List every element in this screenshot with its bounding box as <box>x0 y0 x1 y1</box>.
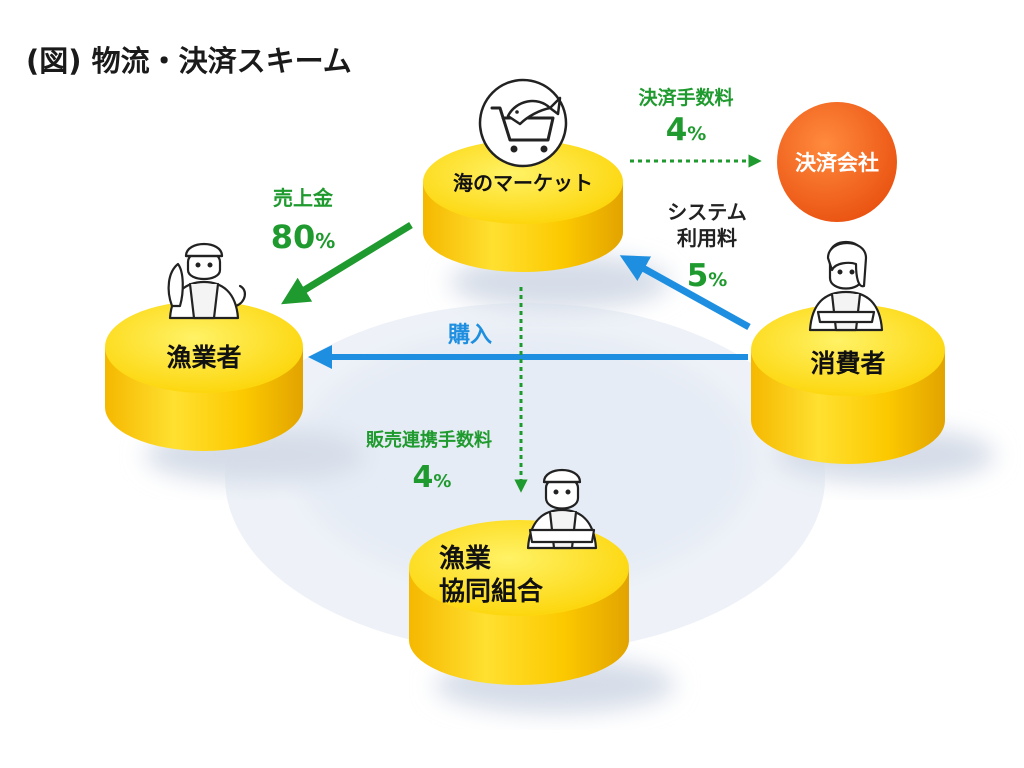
consumer-node: 消費者 <box>751 240 945 464</box>
market-cylinder-top <box>423 140 623 224</box>
system-fee-label-line1: システム <box>667 200 746 224</box>
settlement-fee-label: 決済手数料 <box>638 86 733 109</box>
consumer-cylinder-top <box>751 304 945 396</box>
page-title: (図) 物流・決済スキーム <box>26 44 352 78</box>
settlement-fee-value: 4% <box>666 112 707 148</box>
worker-figure <box>526 469 598 550</box>
sales-percent: 80 <box>271 218 316 256</box>
payment-company-label: 決済会社 <box>795 151 879 175</box>
system-fee-arrow <box>619 255 751 331</box>
woman-figure <box>808 240 884 332</box>
consumer-label: 消費者 <box>810 349 885 378</box>
coop-fee-percent: 4 <box>413 460 434 495</box>
system-fee-label-line2: 利用料 <box>677 226 737 250</box>
sales-value: 80% <box>271 218 336 256</box>
coop-fee-unit: % <box>433 471 451 492</box>
settlement-fee-unit: % <box>687 123 706 145</box>
coop-label-line2: 協同組合 <box>439 576 544 607</box>
fish-cart-icon <box>478 78 568 168</box>
system-fee-percent: 5 <box>687 258 709 294</box>
coop-node: 漁業 協同組合 <box>409 469 629 685</box>
coop-fee-value: 4% <box>413 460 452 495</box>
market-node: 海のマーケット <box>423 78 623 272</box>
fisher-cylinder-top <box>105 301 303 393</box>
fisher-label: 漁業者 <box>166 343 241 372</box>
background-shadow-area-inner <box>295 330 755 590</box>
sales-label: 売上金 <box>273 186 334 210</box>
system-fee-unit: % <box>708 269 727 291</box>
coop-label-line1: 漁業 <box>439 544 491 574</box>
purchase-label: 購入 <box>448 323 492 348</box>
payment-company-node: 決済会社 <box>777 102 897 222</box>
settlement-fee-percent: 4 <box>666 112 688 148</box>
sales-arrow <box>281 222 413 305</box>
market-label: 海のマーケット <box>453 171 593 195</box>
sales-unit: % <box>315 229 335 253</box>
fisher-node: 漁業者 <box>105 243 303 451</box>
coop-fee-label: 販売連携手数料 <box>366 429 492 451</box>
payment-company-circle <box>777 102 897 222</box>
system-fee-value: 5% <box>687 258 728 294</box>
fisherman-figure <box>167 243 246 320</box>
